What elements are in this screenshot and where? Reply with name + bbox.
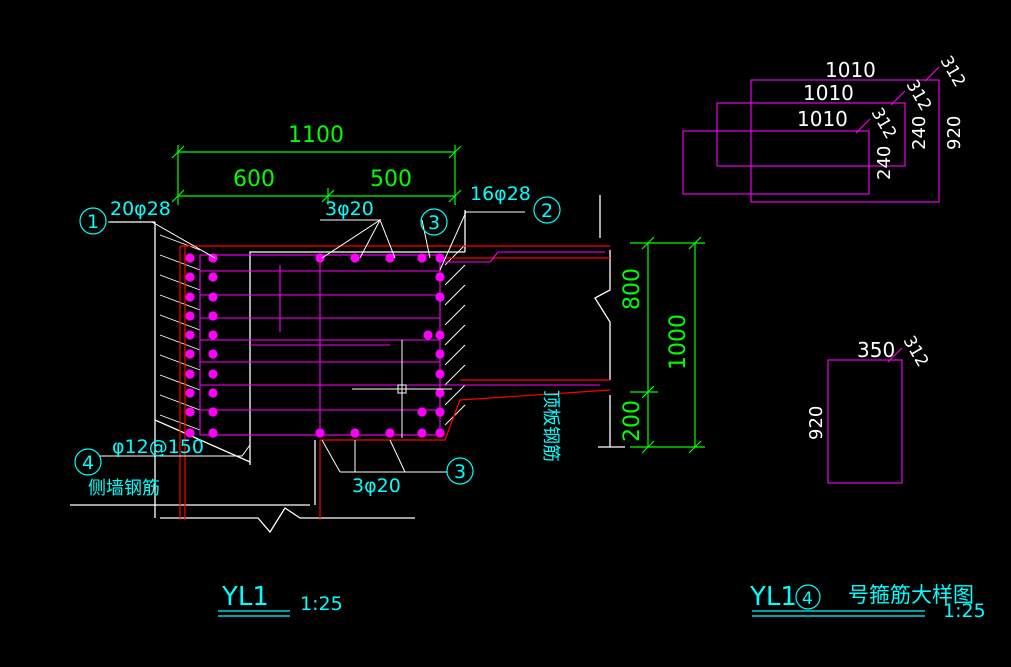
rebar-bars bbox=[185, 253, 445, 438]
cad-cursor bbox=[352, 340, 452, 438]
callout-4-number: 4 bbox=[82, 452, 94, 474]
rebar-bar-section bbox=[417, 253, 427, 263]
slab-edges bbox=[179, 245, 611, 520]
rebar-bar-section bbox=[435, 388, 445, 398]
rebar-bar-section bbox=[185, 292, 195, 302]
rebar-bar-section bbox=[185, 407, 195, 417]
stirrup-2-height: 240 bbox=[909, 116, 930, 150]
rebar-bar-section bbox=[315, 428, 325, 438]
rebar-bar-section bbox=[385, 253, 395, 263]
rebar-bar-section bbox=[208, 369, 218, 379]
rebar-bar-section bbox=[350, 253, 360, 263]
rebar-bar-section bbox=[208, 428, 218, 438]
callout-1-number: 1 bbox=[87, 211, 99, 233]
leader-lines bbox=[100, 211, 525, 473]
rebar-bar-section bbox=[435, 330, 445, 340]
dim-right-width: 500 bbox=[370, 167, 412, 192]
detail-title-underline bbox=[752, 610, 925, 617]
roof-slab-label: 顶板钢筋 bbox=[540, 390, 561, 462]
callout-2-number: 2 bbox=[541, 200, 553, 222]
rebar-bar-section bbox=[185, 428, 195, 438]
detail-title-text: 号箍筋大样图 bbox=[848, 583, 974, 607]
callout-3-bottom-text: 3φ20 bbox=[352, 475, 401, 497]
rebar-bar-section bbox=[435, 428, 445, 438]
rebar-bar-section bbox=[435, 349, 445, 359]
rebar-bar-section bbox=[208, 292, 218, 302]
rebar-bar-section bbox=[423, 330, 433, 340]
single-stirrup-width: 350 bbox=[857, 338, 895, 362]
rebar-bar-section bbox=[185, 253, 195, 263]
main-section: 1100 600 500 800 1000 200 bbox=[70, 123, 705, 617]
stirrup-1-height: 920 bbox=[944, 116, 965, 150]
right-dimensions bbox=[630, 236, 705, 454]
stirrup-detail: 1010 312 920 1010 312 240 1010 312 240 3… bbox=[682, 53, 986, 622]
dim-total-width: 1100 bbox=[288, 123, 344, 148]
rebar-bar-section bbox=[435, 272, 445, 282]
detail-title-prefix: YL1 bbox=[749, 582, 797, 612]
callout-3-top-number: 3 bbox=[428, 212, 440, 234]
rebar-bar-section bbox=[185, 272, 195, 282]
rebar-bar-section bbox=[385, 428, 395, 438]
stirrup-rects bbox=[682, 66, 940, 484]
rebar-bar-section bbox=[315, 253, 325, 263]
rebar-bar-section bbox=[417, 428, 427, 438]
callout-4-text: φ12@150 bbox=[112, 436, 204, 458]
detail-scale: 1:25 bbox=[943, 600, 986, 622]
right-wall-hatch bbox=[444, 244, 466, 426]
dim-height-bottom: 200 bbox=[620, 400, 645, 442]
dim-left-width: 600 bbox=[233, 167, 275, 192]
rebar-bar-section bbox=[208, 330, 218, 340]
rebar-bar-section bbox=[185, 388, 195, 398]
rebar-bar-section bbox=[185, 330, 195, 340]
rebar-bar-section bbox=[435, 407, 445, 417]
callout-2-text: 16φ28 bbox=[470, 183, 531, 205]
side-wall-label: 侧墙钢筋 bbox=[88, 478, 160, 499]
rebar-bar-section bbox=[350, 428, 360, 438]
rebar-bar-section bbox=[208, 388, 218, 398]
rebar-bar-section bbox=[208, 349, 218, 359]
rebar-bar-section bbox=[185, 311, 195, 321]
callout-circles bbox=[74, 196, 561, 485]
section-scale: 1:25 bbox=[300, 593, 343, 615]
rebar-bar-section bbox=[435, 253, 445, 263]
rebar-bar-section bbox=[185, 369, 195, 379]
callout-3-top-text: 3φ20 bbox=[325, 198, 374, 220]
rebar-bar-section bbox=[208, 311, 218, 321]
detail-title-circle bbox=[795, 584, 821, 610]
rebar-bar-section bbox=[417, 407, 427, 417]
single-stirrup-hook: 312 bbox=[899, 333, 933, 371]
rebar-bar-section bbox=[208, 407, 218, 417]
detail-title-number: 4 bbox=[802, 589, 813, 609]
rebar-bar-section bbox=[185, 349, 195, 359]
stirrup-3-hook: 312 bbox=[867, 105, 901, 143]
stirrup-1-width: 1010 bbox=[825, 58, 876, 82]
top-dimensions bbox=[171, 145, 462, 205]
rebar-bar-section bbox=[435, 369, 445, 379]
single-stirrup-height: 920 bbox=[806, 406, 827, 440]
stirrup-2-hook: 312 bbox=[902, 77, 936, 115]
section-title-underline bbox=[218, 610, 290, 617]
rebar-bar-section bbox=[208, 272, 218, 282]
stirrup-3-width: 1010 bbox=[797, 107, 848, 131]
callout-3-bottom-number: 3 bbox=[454, 461, 466, 483]
dim-height-top: 800 bbox=[620, 268, 645, 310]
stirrup-2-width: 1010 bbox=[803, 81, 854, 105]
callout-1-text: 20φ28 bbox=[110, 198, 171, 220]
dim-height-total: 1000 bbox=[666, 314, 691, 370]
stirrup-3-height: 240 bbox=[874, 146, 895, 180]
section-title: YL1 bbox=[221, 582, 269, 612]
stirrup-1-hook: 312 bbox=[936, 53, 970, 91]
rebar-bar-section bbox=[435, 292, 445, 302]
